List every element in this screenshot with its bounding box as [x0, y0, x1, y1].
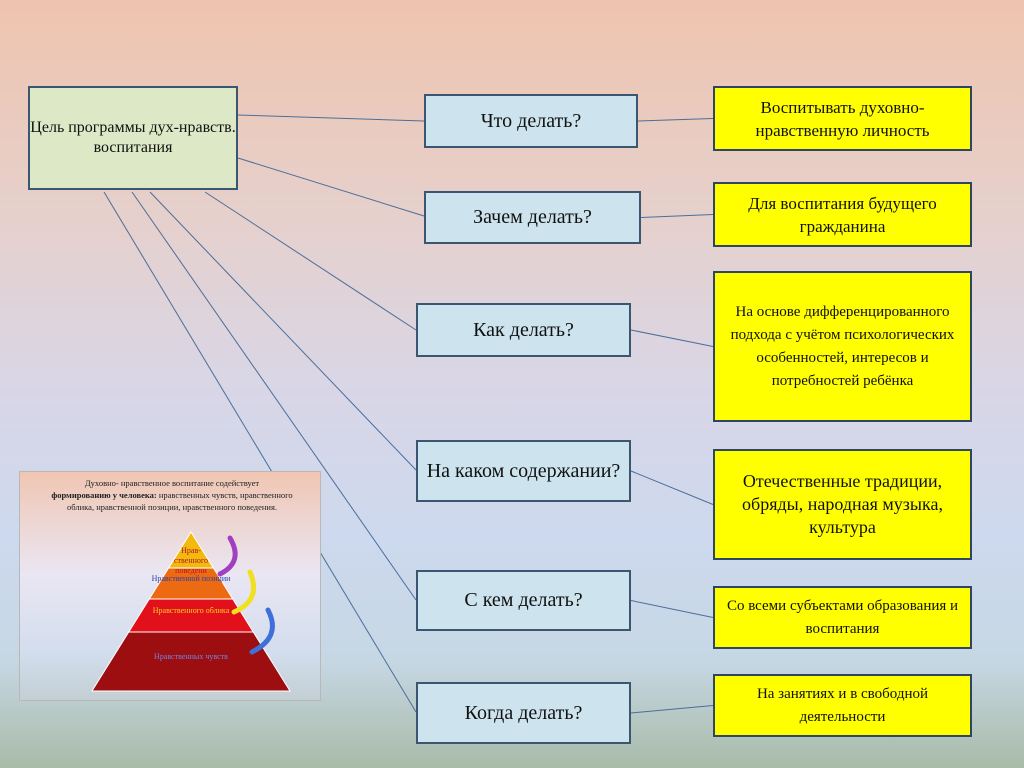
goal-to-question-connector: [237, 114, 425, 122]
question-label: На каком содержании?: [426, 459, 621, 482]
answer-when: На занятиях и в свободной деятельности: [713, 674, 972, 737]
pyramid-caption-rest: нравственных чувств, нравственного облик…: [67, 490, 293, 512]
question-to-answer-connector: [630, 600, 714, 618]
question-what-to-do: Что делать?: [424, 94, 638, 148]
pyramid-level-appearance: Нравственного облика: [146, 606, 236, 616]
pyramid-graphic: [91, 531, 291, 692]
question-label: С кем делать?: [464, 589, 583, 611]
question-to-answer-connector: [637, 118, 714, 122]
answer-label: Со всеми субъектами образования и воспит…: [726, 597, 959, 637]
pyramid-level-label: Нравственного облика: [152, 605, 230, 615]
question-how-do: Как делать?: [416, 303, 631, 357]
question-label: Зачем делать?: [473, 206, 592, 228]
question-when: Когда делать?: [416, 682, 631, 744]
answer-label: Воспитывать духовно-нравственную личност…: [755, 97, 930, 140]
pyramid-level-label: Нравственной позиции: [151, 573, 231, 583]
answer-label: На занятиях и в свободной деятельности: [756, 685, 929, 725]
pyramid-level-behavior: Нрав-ственного поведени: [166, 546, 216, 576]
goal-to-question-connector: [131, 191, 417, 601]
answer-why-do: Для воспитания будущего гражданина: [713, 182, 972, 247]
question-label: Что делать?: [480, 109, 582, 132]
pyramid-caption: Духовно- нравственное воспитание содейст…: [42, 477, 302, 513]
pyramid-level-shape: [91, 631, 291, 692]
answer-with-whom: Со всеми субъектами образования и воспит…: [713, 586, 972, 649]
answer-label: Для воспитания будущего гражданина: [748, 193, 937, 236]
curved-arrow-icon: [217, 535, 238, 577]
question-to-answer-connector: [630, 329, 714, 347]
answer-label: Отечественные традиции, обряды, народная…: [742, 471, 943, 537]
pyramid-caption-line1: Духовно- нравственное воспитание содейст…: [84, 478, 260, 488]
answer-what-to-do: Воспитывать духовно-нравственную личност…: [713, 86, 972, 151]
goal-to-question-connector: [237, 157, 425, 217]
pyramid-level-shape: [127, 598, 255, 633]
question-what-content: На каком содержании?: [416, 440, 631, 502]
curved-arrow-icon: [231, 569, 256, 615]
pyramid-caption-bold: формированию у человека:: [51, 490, 157, 500]
goal-to-question-connector: [149, 191, 417, 471]
answer-what-content: Отечественные традиции, обряды, народная…: [713, 449, 972, 560]
question-label: Как делать?: [473, 318, 574, 341]
question-label: Когда делать?: [464, 701, 583, 724]
answer-label: На основе дифференцированного подхода с …: [730, 303, 955, 389]
pyramid-image: Духовно- нравственное воспитание содейст…: [19, 471, 321, 701]
program-goal-label: Цель программы дух-нравств. воспитания: [30, 119, 236, 156]
pyramid-level-feelings: Нравственных чувств: [146, 652, 236, 662]
question-with-whom: С кем делать?: [416, 570, 631, 631]
curved-arrow-icon: [249, 607, 275, 655]
answer-how-do: На основе дифференцированного подхода с …: [713, 271, 972, 422]
pyramid-level-label: Нрав-ственного поведени: [174, 546, 208, 575]
question-to-answer-connector: [640, 214, 714, 218]
pyramid-level-label: Нравственных чувств: [154, 651, 228, 661]
program-goal-box: Цель программы дух-нравств. воспитания: [28, 86, 238, 190]
goal-to-question-connector: [204, 191, 417, 331]
goal-to-question-connector: [103, 191, 417, 713]
question-to-answer-connector: [630, 470, 714, 505]
pyramid-level-position: Нравственной позиции: [146, 574, 236, 584]
question-to-answer-connector: [630, 705, 714, 714]
question-why-do: Зачем делать?: [424, 191, 641, 244]
